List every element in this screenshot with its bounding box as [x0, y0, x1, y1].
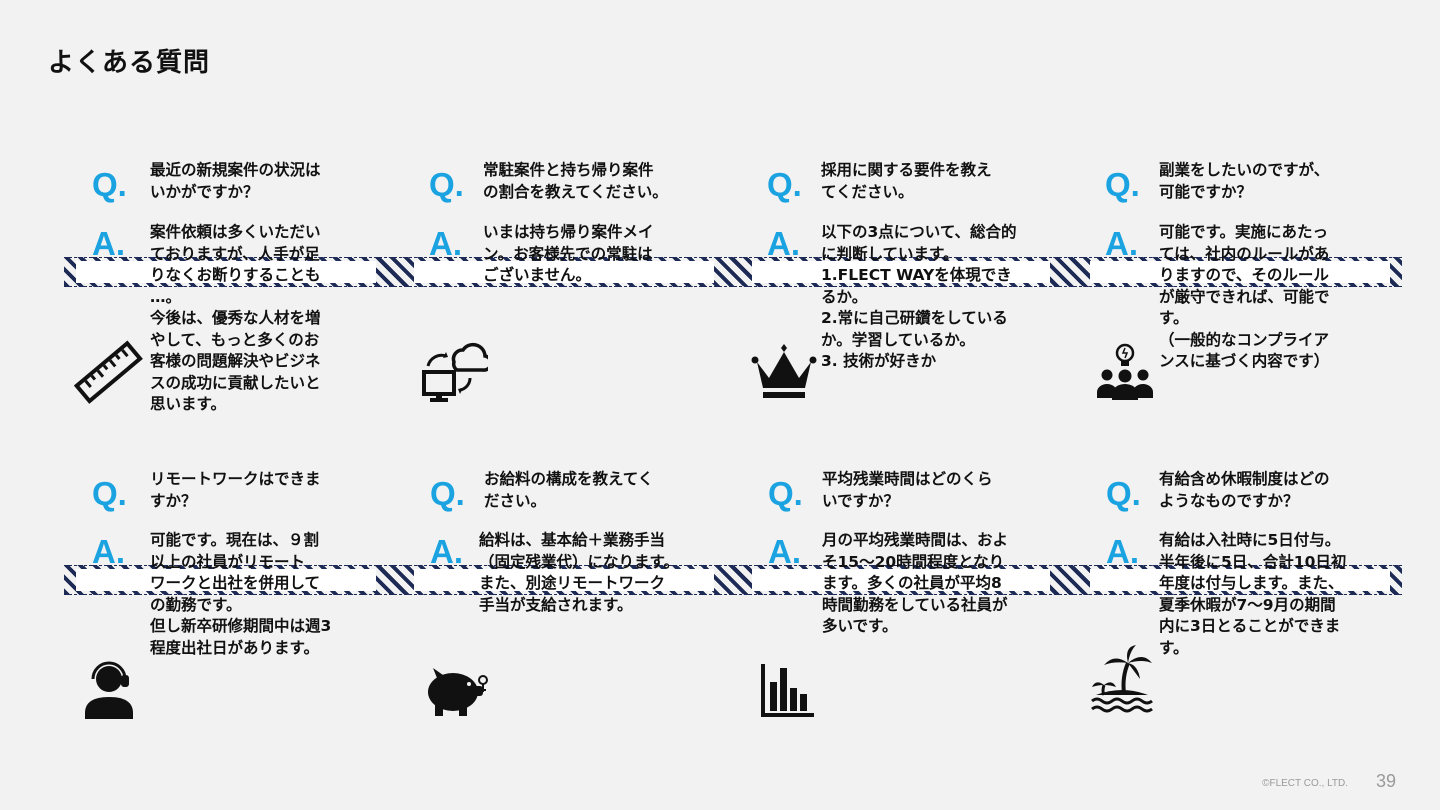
- ruler-icon: [74, 340, 143, 404]
- q-mark: Q.: [768, 475, 803, 512]
- faq-question-4: 副業をしたいのですが、 可能ですか？: [1159, 161, 1330, 201]
- faq-question-8: 有給含め休暇制度はどの ようなものですか？: [1159, 470, 1330, 510]
- q-mark: Q.: [430, 475, 465, 512]
- island-icon: [1091, 645, 1153, 713]
- faq-answer-7: 月の平均残業時間は、およ そ15〜20時間程度となり ます。多くの社員が平均8 …: [822, 531, 1009, 635]
- faq-answer-2: いまは持ち帰り案件メイ ン。お客様先での常駐は ございません。: [483, 223, 654, 284]
- page-number: 39: [1375, 771, 1396, 791]
- q-mark: Q.: [92, 475, 127, 512]
- q-mark: Q.: [429, 166, 464, 203]
- a-mark: A.: [1105, 225, 1138, 262]
- faq-answer-5: 可能です。現在は、９割 以上の社員がリモート ワークと出社を併用して の勤務です…: [150, 531, 332, 657]
- a-mark: A.: [429, 225, 462, 262]
- faq-answer-3: 以下の3点について、総合的 に判断しています。 1.FLECT WAYを体現でき…: [821, 223, 1017, 370]
- cloud-sync-icon: [422, 342, 488, 402]
- faq-answer-4: 可能です。実施にあたっ ては、社内のルールがあ りますので、そのルール が厳守で…: [1159, 223, 1330, 370]
- a-mark: A.: [1106, 533, 1139, 570]
- a-mark: A.: [767, 225, 800, 262]
- team-idea-icon: [1097, 343, 1153, 400]
- faq-question-7: 平均残業時間はどのくら いですか？: [822, 470, 993, 510]
- a-mark: A.: [92, 533, 125, 570]
- faq-question-2: 常駐案件と持ち帰り案件 の割合を教えてください。: [483, 161, 668, 201]
- faq-answer-1: 案件依頼は多くいただい ておりますが、人手が足 りなくお断りすることも …。 今…: [150, 223, 321, 413]
- piggy-bank-icon: [428, 668, 488, 716]
- faq-question-3: 採用に関する要件を教え てください。: [821, 161, 992, 201]
- a-mark: A.: [92, 225, 125, 262]
- bar-chart-icon: [761, 664, 814, 717]
- faq-answer-8: 有給は入社時に5日付与。 半年後に5日、合計10日初 年度は付与します。また、 …: [1159, 531, 1347, 657]
- headset-user-icon: [85, 661, 133, 719]
- crown-icon: [751, 344, 817, 398]
- q-mark: Q.: [92, 166, 127, 203]
- q-mark: Q.: [767, 166, 802, 203]
- hatched-band-top: [64, 257, 1402, 287]
- a-mark: A.: [430, 533, 463, 570]
- hatched-band-bottom: [64, 565, 1402, 595]
- faq-question-6: お給料の構成を教えてく ださい。: [484, 470, 654, 510]
- faq-question-1: 最近の新規案件の状況は いかがですか？: [150, 161, 321, 201]
- q-mark: Q.: [1106, 475, 1141, 512]
- faq-question-5: リモートワークはできま すか？: [150, 470, 321, 510]
- a-mark: A.: [768, 533, 801, 570]
- copyright: ©FLECT CO., LTD.: [1262, 778, 1348, 789]
- faq-answer-6: 給料は、基本給＋業務手当 （固定残業代）になります。 また、別途リモートワーク …: [479, 531, 679, 614]
- q-mark: Q.: [1105, 166, 1140, 203]
- page-title: よくある質問: [48, 48, 211, 78]
